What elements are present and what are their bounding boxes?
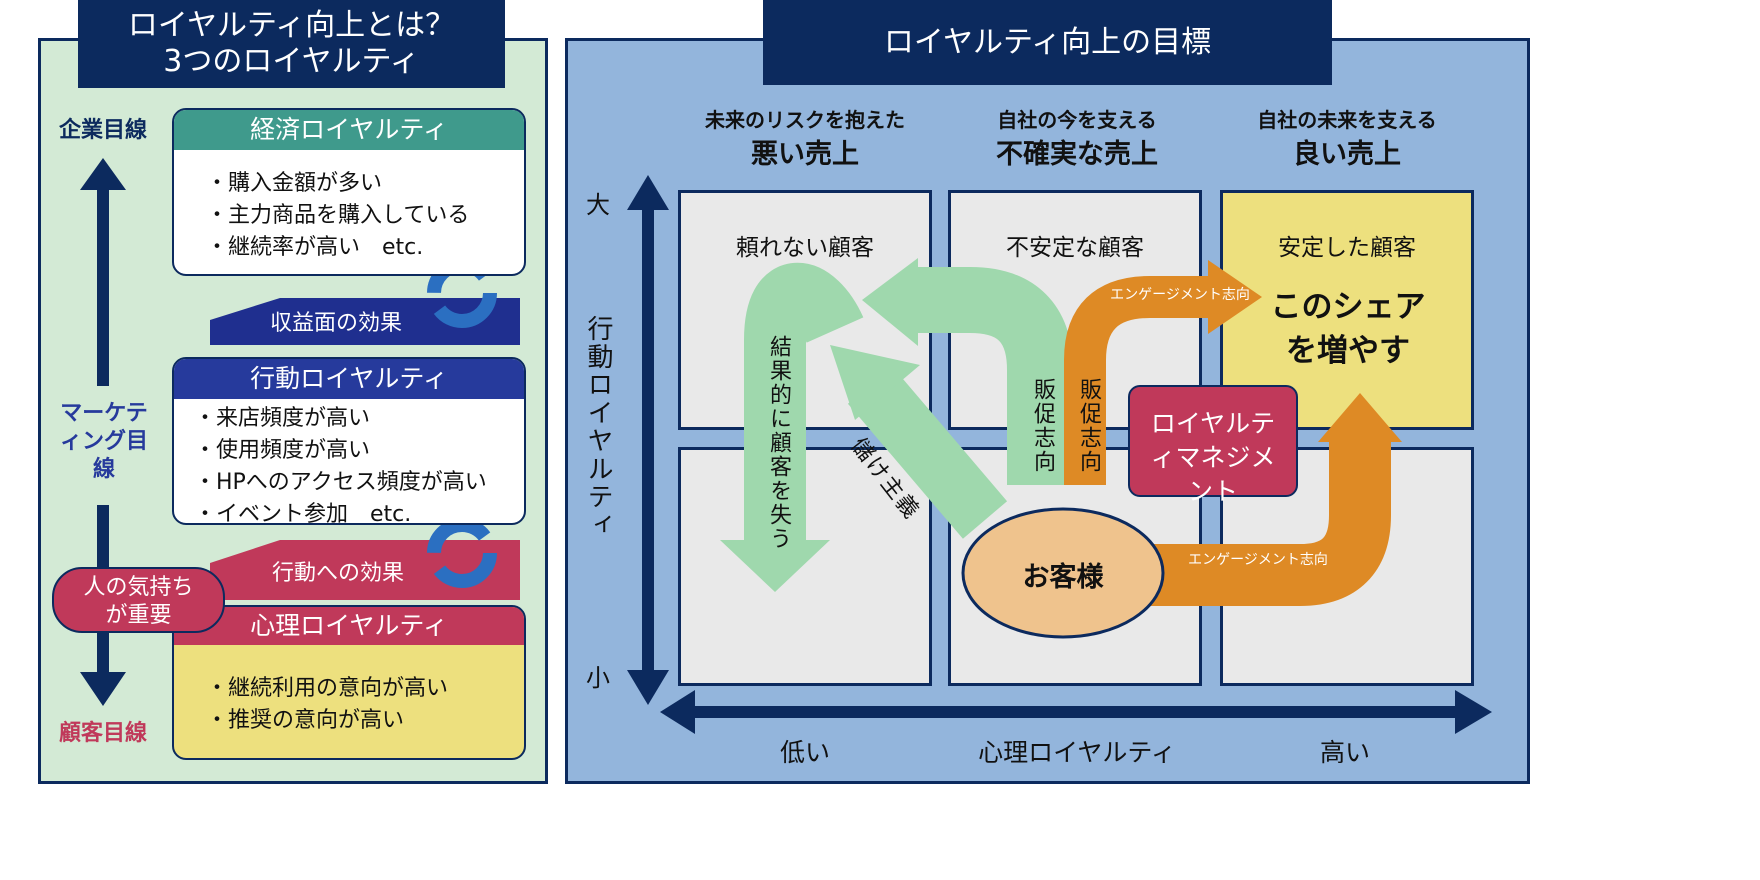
cell-label-stable: 安定した顧客 bbox=[1278, 235, 1416, 261]
right-title: ロイヤルティ向上の目標 bbox=[763, 0, 1332, 85]
y-axis-low: 小 bbox=[586, 664, 610, 692]
engagement-bottom-label: エンゲージメント志向 bbox=[1188, 552, 1328, 568]
economic-item: ・購入金額が多い bbox=[206, 171, 383, 196]
behavioral-item: ・来店頻度が高い bbox=[194, 406, 371, 431]
promo-orange-label: 販促志向 bbox=[1076, 378, 1101, 474]
column-main: 悪い売上 bbox=[751, 139, 859, 170]
column-sub: 自社の未来を支える bbox=[1257, 108, 1437, 132]
engagement-arrow bbox=[1150, 393, 1402, 606]
psychological-item: ・継続利用の意向が高い bbox=[206, 676, 449, 701]
feeling-important-badge: 人の気持ちが重要 bbox=[52, 567, 225, 633]
column-sub: 未来のリスクを抱えた bbox=[705, 108, 905, 132]
column-main: 不確実な売上 bbox=[996, 139, 1158, 170]
column-header-good: 自社の未来を支える 良い売上 bbox=[1212, 105, 1482, 175]
engagement-top-label: エンゲージメント志向 bbox=[1110, 287, 1250, 303]
profit-effect-label: 収益面の効果 bbox=[270, 311, 403, 336]
psychological-loyalty-header: 心理ロイヤルティ bbox=[174, 607, 524, 645]
psychological-item: ・推奨の意向が高い bbox=[206, 708, 405, 733]
company-view-label: 企業目線 bbox=[58, 118, 147, 143]
loyalty-management-box: ロイヤルティマネジメント bbox=[1128, 385, 1298, 506]
y-axis-label: 行動ロイヤルティ bbox=[583, 315, 613, 539]
behavior-effect-arrow bbox=[210, 540, 520, 600]
customer-ellipse bbox=[961, 507, 1165, 639]
cell-label-unstable: 不安定な顧客 bbox=[1006, 235, 1144, 261]
x-axis-label: 心理ロイヤルティ bbox=[978, 738, 1176, 767]
customer-view-label: 顧客目線 bbox=[58, 721, 147, 746]
left-title-line2: 3つのロイヤルティ bbox=[163, 44, 420, 79]
cell-label-unreliable: 頼れない顧客 bbox=[736, 235, 874, 261]
left-title-line1: ロイヤルティ向上とは？ bbox=[127, 8, 456, 43]
promo-orange-arrow bbox=[1064, 260, 1262, 485]
behavioral-item: ・イベント参加 etc. bbox=[194, 502, 412, 525]
behavioral-loyalty-card: 行動ロイヤルティ ・来店頻度が高い ・使用頻度が高い ・HPへのアクセス頻度が高… bbox=[172, 357, 526, 525]
behavioral-loyalty-header: 行動ロイヤルティ bbox=[174, 359, 524, 399]
economic-item: ・主力商品を購入している bbox=[206, 203, 470, 228]
column-header-uncertain: 自社の今を支える 不確実な売上 bbox=[942, 105, 1212, 175]
profit-arrow bbox=[830, 345, 1008, 539]
promo-green-arrow bbox=[862, 258, 1073, 485]
psychological-loyalty-card: 心理ロイヤルティ ・継続利用の意向が高い ・推奨の意向が高い bbox=[172, 605, 526, 760]
column-main: 良い売上 bbox=[1293, 139, 1401, 170]
x-axis-arrow bbox=[660, 690, 1492, 734]
goal-text: このシェアを増やす bbox=[1270, 289, 1426, 369]
lose-customer-arrow bbox=[720, 262, 864, 592]
economic-loyalty-header: 経済ロイヤルティ bbox=[174, 110, 524, 150]
left-title: ロイヤルティ向上とは？ 3つのロイヤルティ bbox=[78, 0, 505, 88]
lose-customer-label: 結果的に顧客を失う bbox=[766, 335, 791, 551]
marketing-view-label: マーケティング目線 bbox=[59, 401, 148, 482]
x-axis-low: 低い bbox=[779, 738, 830, 767]
behavioral-item: ・使用頻度が高い bbox=[194, 438, 371, 463]
column-sub: 自社の今を支える bbox=[997, 108, 1157, 132]
economic-item: ・継続率が高い etc. bbox=[206, 235, 424, 260]
x-axis-high: 高い bbox=[1319, 738, 1370, 767]
economic-loyalty-card: 経済ロイヤルティ ・購入金額が多い ・主力商品を購入している ・継続率が高い e… bbox=[172, 108, 526, 276]
behavioral-item: ・HPへのアクセス頻度が高い bbox=[194, 470, 487, 495]
promo-green-label: 販促志向 bbox=[1030, 378, 1055, 474]
column-header-bad: 未来のリスクを抱えた 悪い売上 bbox=[670, 105, 940, 175]
y-axis-arrow bbox=[627, 175, 669, 705]
y-axis-high: 大 bbox=[586, 191, 610, 219]
customer-label: お客様 bbox=[1022, 562, 1104, 593]
behavior-effect-label: 行動への効果 bbox=[272, 561, 405, 586]
